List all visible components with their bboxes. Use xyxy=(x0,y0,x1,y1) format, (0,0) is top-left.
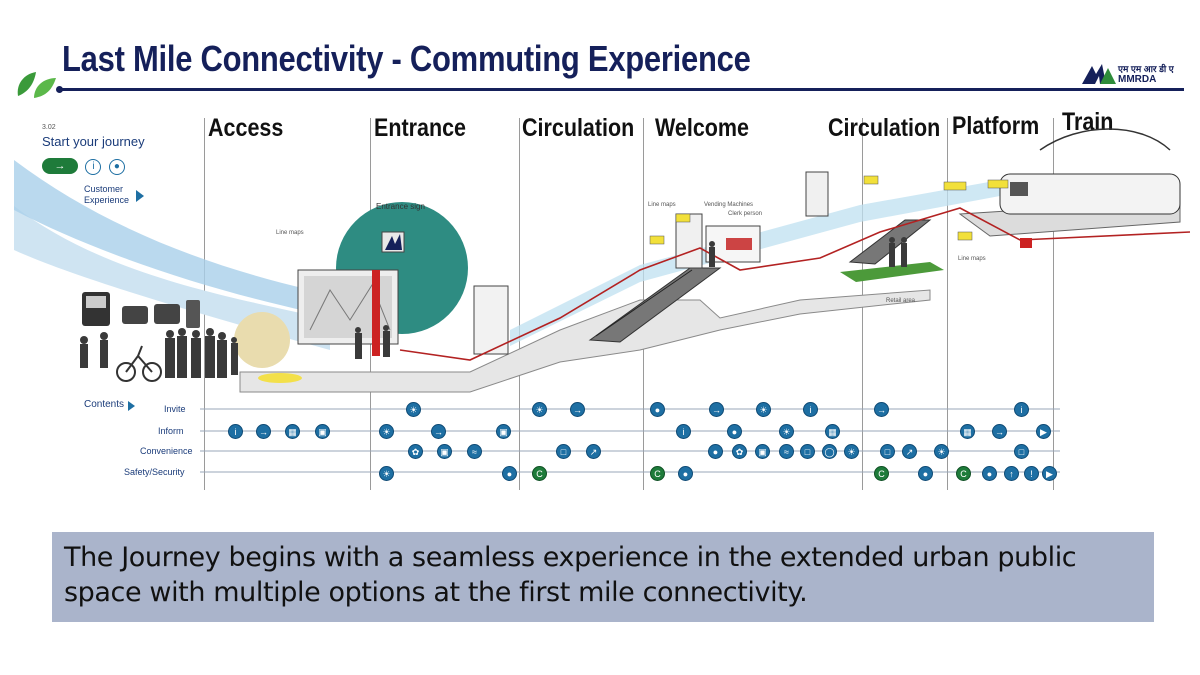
elevator-icon: □ xyxy=(556,444,571,459)
callout-clerk: Clerk person xyxy=(728,211,763,217)
start-journey-buttons: → i ● xyxy=(42,156,125,175)
stage-welcome: Welcome xyxy=(655,114,750,142)
warning-icon: ! xyxy=(1024,466,1039,481)
options-icon[interactable]: ● xyxy=(108,159,125,175)
mmrda-hindi: एम एम आर डी ए xyxy=(1118,64,1174,74)
title-rule xyxy=(58,88,1184,91)
stage-divider xyxy=(947,118,948,490)
row-convenience: Convenience xyxy=(140,446,193,456)
technology-icon: ▣ xyxy=(496,424,511,439)
signage-icon: → xyxy=(709,402,724,417)
stage-circulation-2: Circulation xyxy=(828,114,941,142)
art-icon: ✿ xyxy=(408,444,423,459)
assist-icon: ● xyxy=(727,424,742,439)
lighting-icon: ☀ xyxy=(406,402,421,417)
info-icon[interactable]: i xyxy=(85,159,102,175)
row-invite: Invite xyxy=(164,404,186,414)
stage-divider xyxy=(1053,118,1054,490)
mmrda-logo-icon xyxy=(1082,64,1116,84)
stage-circulation: Circulation xyxy=(522,114,635,142)
technology-icon: ▣ xyxy=(437,444,452,459)
map-icon: ▦ xyxy=(825,424,840,439)
information-icon: i xyxy=(803,402,818,417)
emergency-icon: C xyxy=(532,466,547,481)
wayfinding-icon: ↑ xyxy=(1004,466,1019,481)
technology-icon: ▣ xyxy=(315,424,330,439)
leaf-logo-icon xyxy=(14,66,58,102)
cctv-icon: ● xyxy=(502,466,517,481)
escalator-icon: ↗ xyxy=(586,444,601,459)
stage-entrance: Entrance xyxy=(374,114,467,142)
callout-line-maps: Line maps xyxy=(958,256,986,262)
art-icon: ✿ xyxy=(732,444,747,459)
callout-retail: Retail area xyxy=(886,298,916,304)
technology-icon: ▣ xyxy=(755,444,770,459)
signage-icon: → xyxy=(431,424,446,439)
lighting-icon: ☀ xyxy=(756,402,771,417)
cctv-icon: ● xyxy=(982,466,997,481)
row-inform: Inform xyxy=(158,426,184,436)
information-icon: i xyxy=(1014,402,1029,417)
journey-illustration xyxy=(14,128,1191,473)
lighting-icon: ☀ xyxy=(532,402,547,417)
emergency-icon: C xyxy=(956,466,971,481)
lighting-icon: ☀ xyxy=(379,424,394,439)
signage-icon: → xyxy=(992,424,1007,439)
emergency-icon: C xyxy=(650,466,665,481)
start-journey-label: Start your journey xyxy=(42,134,145,149)
stage-access: Access xyxy=(208,114,284,142)
stage-divider xyxy=(519,118,520,490)
assist-icon: ● xyxy=(708,444,723,459)
cctv-icon: ● xyxy=(918,466,933,481)
signage-icon: → xyxy=(570,402,585,417)
customer-experience-text: Customer Experience xyxy=(84,184,130,205)
information-icon: i xyxy=(228,424,243,439)
lighting-icon: ☀ xyxy=(934,444,949,459)
callout-line-maps: Line maps xyxy=(648,202,676,208)
assist-icon: ● xyxy=(650,402,665,417)
callout-vending: Vending Machines xyxy=(704,202,754,208)
play-icon: ▶ xyxy=(1042,466,1057,481)
section-number: 3.02 xyxy=(42,124,56,131)
triangle-right-icon xyxy=(128,401,135,411)
customer-experience-label: Customer Experience xyxy=(84,184,144,206)
mmrda-logo: एम एम आर डी ए MMRDA xyxy=(1080,62,1190,88)
emergency-icon: C xyxy=(874,466,889,481)
escalator-icon: ↗ xyxy=(902,444,917,459)
stage-platform: Platform xyxy=(952,112,1040,140)
mmrda-text: MMRDA xyxy=(1118,74,1157,85)
triangle-right-icon xyxy=(136,190,144,202)
trolley-icon: ◯ xyxy=(822,444,837,459)
lighting-icon: ☀ xyxy=(379,466,394,481)
signage-icon: → xyxy=(874,402,889,417)
go-arrow-button[interactable]: → xyxy=(42,158,78,174)
callout-line-maps: Line maps xyxy=(276,230,304,236)
map-icon: ▦ xyxy=(960,424,975,439)
seat-icon: □ xyxy=(800,444,815,459)
journey-diagram: Access Entrance Circulation Welcome Circ… xyxy=(14,108,1191,490)
seat-icon: □ xyxy=(1014,444,1029,459)
map-icon: ▦ xyxy=(285,424,300,439)
signage-icon: → xyxy=(256,424,271,439)
page-title: Last Mile Connectivity - Commuting Exper… xyxy=(62,38,751,79)
caption-text: The Journey begins with a seamless exper… xyxy=(64,542,1077,608)
row-safety-security: Safety/Security xyxy=(124,467,185,477)
callout-entrance-sign: Entrance sign xyxy=(376,202,425,211)
caption-box: The Journey begins with a seamless exper… xyxy=(52,532,1154,622)
information-icon: i xyxy=(676,424,691,439)
contents-label: Contents xyxy=(84,399,125,410)
wifi-icon: ≈ xyxy=(779,444,794,459)
lighting-icon: ☀ xyxy=(844,444,859,459)
elevator-icon: □ xyxy=(880,444,895,459)
lighting-icon: ☀ xyxy=(779,424,794,439)
cctv-icon: ● xyxy=(678,466,693,481)
wifi-icon: ≈ xyxy=(467,444,482,459)
technology-icon: ▶ xyxy=(1036,424,1051,439)
